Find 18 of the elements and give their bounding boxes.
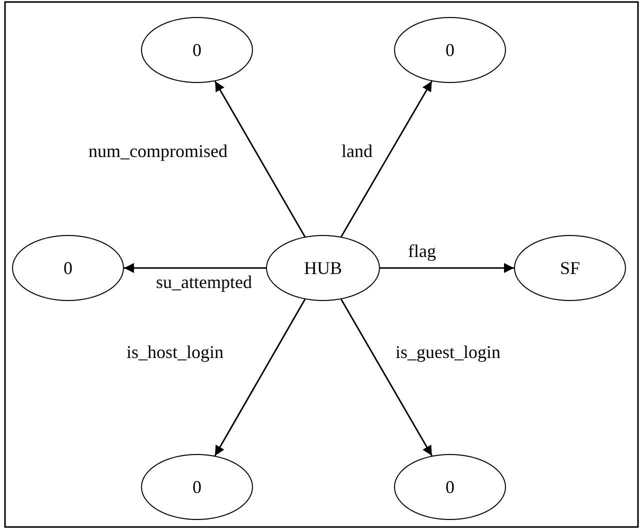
arrow (214, 298, 306, 456)
arrow (340, 298, 433, 456)
edge-label: is_host_login (126, 343, 225, 363)
node-label: HUB (304, 258, 342, 278)
arrow (214, 80, 306, 238)
edge-label: su_attempted (155, 273, 253, 293)
arrow (124, 263, 266, 273)
edge-label: flag (407, 242, 437, 262)
node-label: SF (560, 258, 580, 278)
edge-label: is_guest_login (394, 343, 502, 363)
node-label: 0 (446, 40, 454, 60)
node-label: 0 (446, 476, 454, 498)
node-label: 0 (192, 40, 202, 60)
node-label: 0 (64, 258, 72, 278)
arrow (380, 263, 514, 273)
node-label: 0 (192, 476, 202, 498)
edge-label: num_compromised (88, 142, 228, 162)
arrow (340, 80, 432, 238)
